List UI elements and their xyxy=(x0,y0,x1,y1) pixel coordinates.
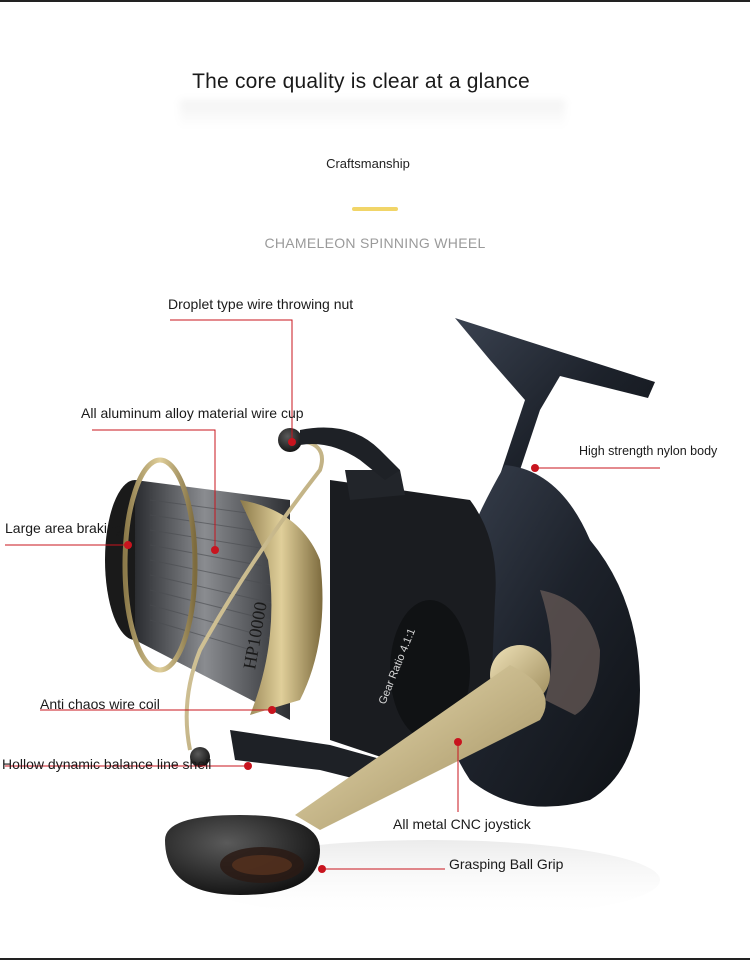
callout-line-shell: Hollow dynamic balance line shell xyxy=(2,756,212,772)
bail-wire xyxy=(184,438,324,751)
accent-divider xyxy=(352,207,398,211)
headline-reflection xyxy=(180,100,565,128)
top-divider xyxy=(0,0,750,2)
subheading: Craftsmanship xyxy=(326,156,410,171)
callout-joystick: All metal CNC joystick xyxy=(393,816,531,832)
callout-wire-cup: All aluminum alloy material wire cup xyxy=(81,405,304,421)
marker-wire-coil xyxy=(268,706,276,714)
callout-nylon-body: High strength nylon body xyxy=(579,444,718,458)
marker-wire-cup xyxy=(211,546,219,554)
callout-wire-throwing-nut: Droplet type wire throwing nut xyxy=(168,296,354,312)
handle-arm xyxy=(295,665,546,830)
marker-nylon-body xyxy=(531,464,539,472)
marker-joystick xyxy=(454,738,462,746)
leader-wire-throwing-nut xyxy=(170,319,293,442)
spool-gold-band xyxy=(240,500,323,715)
bottom-divider xyxy=(0,958,750,960)
callout-ball-grip: Grasping Ball Grip xyxy=(449,856,564,872)
marker-wire-throwing-nut xyxy=(288,438,296,446)
callout-wire-coil: Anti chaos wire coil xyxy=(40,696,160,712)
callout-markers xyxy=(124,438,539,873)
page-headline: The core quality is clear at a glance xyxy=(192,70,530,93)
marker-braking xyxy=(124,541,132,549)
bail-end xyxy=(190,747,210,767)
bail-arm xyxy=(300,427,400,480)
leader-wire-cup xyxy=(92,429,216,550)
marker-line-shell xyxy=(244,762,252,770)
marker-ball-grip xyxy=(318,865,326,873)
callout-leader-lines xyxy=(5,319,660,870)
body-panel xyxy=(540,590,600,715)
rotor-cup xyxy=(390,600,470,740)
spool-front-lip xyxy=(122,457,198,673)
callout-braking: Large area braking xyxy=(5,520,123,536)
section-title: CHAMELEON SPINNING WHEEL xyxy=(264,235,486,251)
